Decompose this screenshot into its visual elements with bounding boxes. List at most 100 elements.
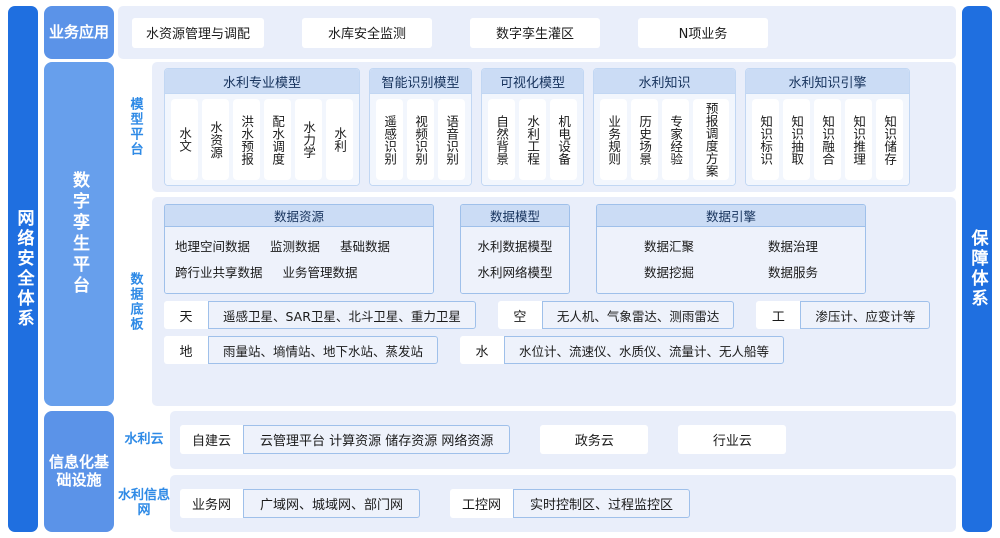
- model-item-historical-scenes[interactable]: 历史场景: [631, 99, 658, 180]
- model-item-remote-sensing-recognition[interactable]: 遥感识别: [376, 99, 403, 180]
- model-item-video-recognition[interactable]: 视频识别: [407, 99, 434, 180]
- sensor-pair-engineering[interactable]: 工 渗压计、应变计等: [756, 301, 931, 329]
- model-item-speech-recognition[interactable]: 语音识别: [438, 99, 465, 180]
- model-item-natural-background[interactable]: 自然背景: [488, 99, 515, 180]
- infra-row-cloud: 水利云 自建云 云管理平台 计算资源 储存资源 网络资源 政务云 行业云: [118, 411, 956, 469]
- model-item-hydraulics[interactable]: 水力学: [295, 99, 322, 180]
- app-chip-label: 水库安全监测: [328, 27, 407, 42]
- model-item-knowledge-storage[interactable]: 知识储存: [876, 99, 903, 180]
- sensor-key: 水: [460, 336, 505, 364]
- model-item-knowledge-identification[interactable]: 知识标识: [752, 99, 779, 180]
- model-item-knowledge-extraction[interactable]: 知识抽取: [783, 99, 810, 180]
- sensor-value: 无人机、气象雷达、测雨雷达: [541, 301, 735, 329]
- data-item-water-network-model[interactable]: 水利网络模型: [477, 265, 553, 280]
- data-item-business-management[interactable]: 业务管理数据: [282, 265, 358, 280]
- band-infrastructure: 信息化基础设施 水利云 自建云 云管理平台 计算资源 储存资源 网络资源 政务云: [44, 411, 956, 532]
- model-item-water-resources[interactable]: 水资源: [202, 99, 229, 180]
- sensor-pair-aerial[interactable]: 空 无人机、气象雷达、测雨雷达: [497, 301, 735, 329]
- model-group-title: 水利知识引擎: [746, 69, 909, 93]
- infra-row-label-network: 水利信息网: [118, 487, 171, 519]
- data-item-aggregation[interactable]: 数据汇聚: [643, 239, 694, 254]
- sensor-value: 水位计、流速仪、水质仪、流量计、无人船等: [504, 336, 785, 364]
- infra-row-label-cloud: 水利云: [124, 432, 164, 448]
- infra-key: 自建云: [180, 425, 244, 455]
- infra-pair-industrial-control-network[interactable]: 工控网 实时控制区、过程监控区: [450, 488, 691, 518]
- model-group-water-knowledge: 水利知识 业务规则 历史场景 专家经验 预报调度方案: [593, 68, 736, 186]
- data-item-water-data-model[interactable]: 水利数据模型: [477, 239, 553, 254]
- sensor-pair-satellite[interactable]: 天 遥感卫星、SAR卫星、北斗卫星、重力卫星: [164, 301, 476, 329]
- infra-chip-label: 行业云: [712, 434, 752, 450]
- infra-key: 工控网: [450, 488, 514, 518]
- infra-pair-business-network[interactable]: 业务网 广域网、城域网、部门网: [180, 488, 421, 518]
- pillar-assurance-system: 保障体系: [962, 6, 992, 532]
- sensor-value: 遥感卫星、SAR卫星、北斗卫星、重力卫星: [208, 301, 476, 329]
- infra-chip-government-cloud[interactable]: 政务云: [540, 425, 649, 455]
- model-item-knowledge-fusion[interactable]: 知识融合: [814, 99, 841, 180]
- model-item-water-allocation[interactable]: 配水调度: [264, 99, 291, 180]
- pillar-right-label: 保障体系: [967, 229, 988, 309]
- sensor-key: 天: [164, 301, 208, 329]
- band-label-business-application: 业务应用: [44, 6, 114, 59]
- subsection-data-foundation: 数据底板 数据资源 地理空间数据 监测数据 基础数据: [118, 197, 956, 406]
- data-item-mining[interactable]: 数据挖掘: [643, 265, 694, 280]
- subsection-model-platform: 模型平台 水利专业模型 水文 水资源 洪水预报 配水调度 水力学: [118, 62, 956, 192]
- model-group-professional: 水利专业模型 水文 水资源 洪水预报 配水调度 水力学 水利: [164, 68, 360, 186]
- band-label-digital-twin-platform: 数字孪生平台: [44, 62, 114, 406]
- model-group-visualization: 可视化模型 自然背景 水利工程 机电设备: [481, 68, 584, 186]
- app-chip-reservoir-safety-monitoring[interactable]: 水库安全监测: [302, 17, 433, 48]
- model-group-title: 水利专业模型: [165, 69, 359, 93]
- data-item-geospatial[interactable]: 地理空间数据: [175, 239, 251, 254]
- sub-label-model-platform-text: 模型平台: [127, 97, 143, 157]
- pillar-left-label: 网络安全体系: [13, 209, 34, 329]
- model-item-hydraulic-engineering[interactable]: 水利工程: [519, 99, 546, 180]
- sub-label-model-platform: 模型平台: [118, 62, 152, 192]
- infra-pair-self-built-cloud[interactable]: 自建云 云管理平台 计算资源 储存资源 网络资源: [180, 425, 511, 455]
- infra-value: 广域网、城域网、部门网: [243, 488, 421, 518]
- pillar-network-security: 网络安全体系: [8, 6, 38, 532]
- data-item-cross-industry-shared[interactable]: 跨行业共享数据: [175, 265, 263, 280]
- sensor-pair-ground[interactable]: 地 雨量站、墒情站、地下水站、蒸发站: [164, 336, 439, 364]
- model-item-flood-forecast[interactable]: 洪水预报: [233, 99, 260, 180]
- app-chip-n-businesses[interactable]: N项业务: [638, 17, 769, 48]
- app-chip-label: 数字孪生灌区: [496, 27, 575, 42]
- model-item-knowledge-reasoning[interactable]: 知识推理: [845, 99, 872, 180]
- app-chip-label: N项业务: [678, 27, 728, 42]
- infra-key: 业务网: [180, 488, 244, 518]
- model-group-knowledge-engine: 水利知识引擎 知识标识 知识抽取 知识融合 知识推理 知识储存: [745, 68, 910, 186]
- data-group-models: 数据模型 水利数据模型 水利网络模型: [460, 204, 570, 294]
- model-item-business-rules[interactable]: 业务规则: [600, 99, 627, 180]
- sub-label-data-foundation-text: 数据底板: [127, 271, 143, 332]
- data-group-resources: 数据资源 地理空间数据 监测数据 基础数据 跨行业共享数据 业务管理数据: [164, 204, 434, 294]
- app-chip-water-resource-management[interactable]: 水资源管理与调配: [132, 17, 265, 48]
- data-group-title: 数据模型: [461, 205, 569, 227]
- band-digital-twin-platform: 数字孪生平台 模型平台 水利专业模型 水文: [44, 62, 956, 406]
- infra-value: 实时控制区、过程监控区: [513, 488, 691, 518]
- band-label-twin-text: 数字孪生平台: [69, 171, 90, 297]
- band-label-app-text: 业务应用: [48, 22, 109, 41]
- model-group-intelligent-recognition: 智能识别模型 遥感识别 视频识别 语音识别: [369, 68, 472, 186]
- app-chip-digital-twin-irrigation[interactable]: 数字孪生灌区: [470, 17, 601, 48]
- sensor-value: 渗压计、应变计等: [800, 301, 931, 329]
- sensor-row-sky: 天 遥感卫星、SAR卫星、北斗卫星、重力卫星 空 无人机、气象雷达、测雨雷达 工…: [164, 301, 944, 329]
- model-group-title: 智能识别模型: [370, 69, 471, 93]
- data-item-governance[interactable]: 数据治理: [767, 239, 818, 254]
- infra-chip-industry-cloud[interactable]: 行业云: [678, 425, 787, 455]
- model-item-electromechanical-equipment[interactable]: 机电设备: [550, 99, 577, 180]
- infra-chip-label: 政务云: [574, 434, 614, 450]
- model-item-hydrology[interactable]: 水文: [171, 99, 198, 180]
- model-item-water-conservancy[interactable]: 水利: [326, 99, 353, 180]
- model-item-expert-experience[interactable]: 专家经验: [662, 99, 689, 180]
- data-item-basic[interactable]: 基础数据: [340, 239, 391, 254]
- sensor-value: 雨量站、墒情站、地下水站、蒸发站: [208, 336, 439, 364]
- app-chip-label: 水资源管理与调配: [146, 27, 251, 42]
- data-item-monitoring[interactable]: 监测数据: [270, 239, 321, 254]
- infra-row-network: 水利信息网 业务网 广域网、城域网、部门网 工控网 实时控制区、过程监控区: [118, 474, 956, 532]
- sensor-key: 地: [164, 336, 208, 364]
- band-business-application: 业务应用 水资源管理与调配 水库安全监测 数字孪生灌区 N项业务: [44, 6, 956, 59]
- data-item-service[interactable]: 数据服务: [767, 265, 818, 280]
- data-group-title: 数据资源: [165, 205, 433, 227]
- model-group-title: 水利知识: [594, 69, 735, 93]
- model-item-forecast-dispatch-plan[interactable]: 预报调度方案: [693, 99, 729, 180]
- sensor-pair-water[interactable]: 水 水位计、流速仪、水质仪、流量计、无人船等: [460, 336, 785, 364]
